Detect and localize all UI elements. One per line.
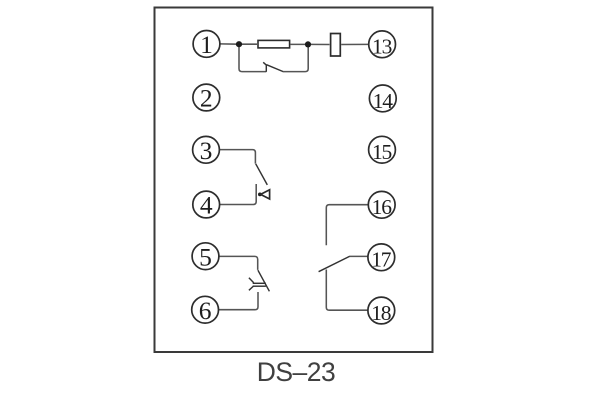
svg-text:3: 3 xyxy=(200,136,213,165)
svg-text:2: 2 xyxy=(200,84,213,113)
svg-text:13: 13 xyxy=(372,35,392,59)
svg-text:4: 4 xyxy=(200,191,213,220)
svg-text:DS–23: DS–23 xyxy=(257,357,336,387)
svg-text:6: 6 xyxy=(199,296,212,325)
svg-text:14: 14 xyxy=(373,89,394,113)
svg-text:16: 16 xyxy=(372,195,393,219)
svg-text:18: 18 xyxy=(371,301,391,325)
svg-text:5: 5 xyxy=(199,242,212,271)
svg-text:17: 17 xyxy=(371,248,392,272)
svg-text:1: 1 xyxy=(200,30,213,59)
svg-text:15: 15 xyxy=(372,140,392,164)
